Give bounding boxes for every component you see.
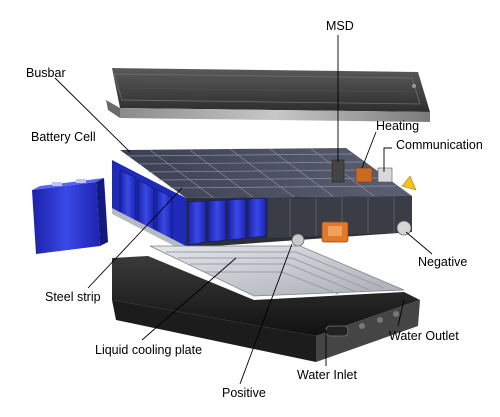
label-negative: Negative bbox=[418, 255, 468, 269]
label-water-inlet: Water Inlet bbox=[297, 368, 357, 382]
label-busbar: Busbar bbox=[26, 66, 66, 80]
leader-lines bbox=[54, 35, 433, 385]
battery-cell-image bbox=[32, 178, 108, 254]
label-positive: Positive bbox=[222, 386, 266, 400]
bottom-tray bbox=[112, 256, 420, 362]
top-cover bbox=[106, 68, 430, 122]
battery-module bbox=[112, 147, 417, 252]
label-steel-strip: Steel strip bbox=[45, 290, 101, 304]
label-communication: Communication bbox=[396, 138, 483, 152]
label-water-outlet: Water Outlet bbox=[389, 329, 459, 343]
label-msd: MSD bbox=[326, 19, 354, 33]
label-liquid-cooling-plate: Liquid cooling plate bbox=[95, 343, 203, 357]
cooling-plate bbox=[149, 245, 405, 297]
label-battery-cell: Battery Cell bbox=[31, 130, 96, 144]
label-heating: Heating bbox=[376, 119, 420, 133]
